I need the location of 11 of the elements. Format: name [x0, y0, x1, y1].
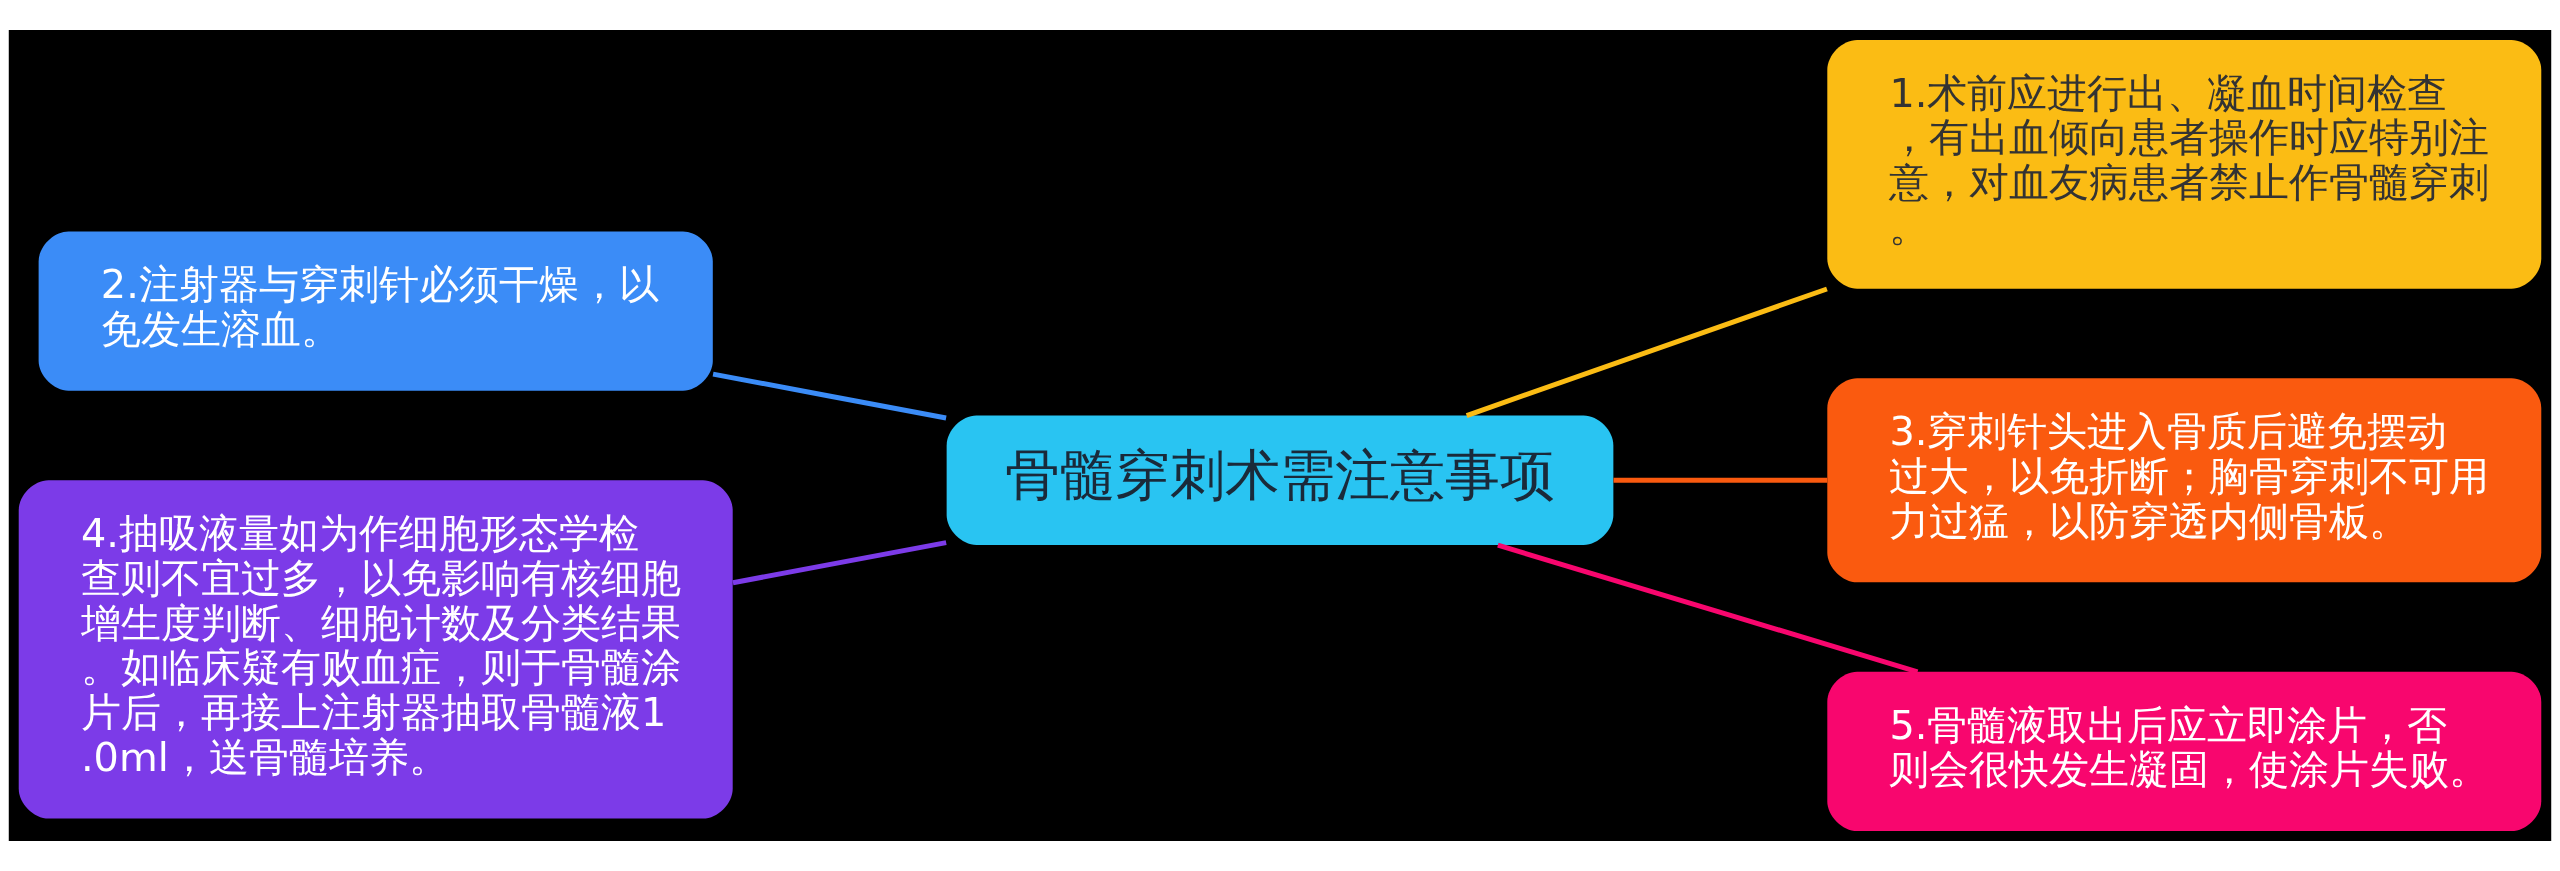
node-box: 4.抽吸液量如为作细胞形态学检查则不宜过多，以免影响有核细胞增生度判断、细胞计数及分类结果。如临床疑有败血症，则于骨髓涂片后，再接上注射器抽取骨髓液1.0ml，送骨髓培养。: [18, 480, 733, 819]
node-box: 3.穿刺针头进入骨质后避免摆动过大，以免折断；胸骨穿刺不可用力过猛，以防穿透内侧骨板。: [1827, 378, 2542, 583]
connector: [712, 371, 947, 421]
connector: [732, 540, 947, 586]
node-box: 5.骨髓液取出后应立即涂片，否则会很快发生凝固，使涂片失败。: [1827, 671, 2542, 832]
node-box: 1.术前应进行出、凝血时间检查，有出血倾向患者操作时应特别注意，对血友病患者禁止作骨髓穿刺。: [1827, 39, 2542, 289]
node-box: 2.注射器与穿刺针必须干燥，以免发生溶血。: [38, 231, 713, 391]
connector: [1465, 286, 1828, 418]
node-box: 骨髓穿刺术需注意事项: [946, 415, 1614, 545]
connector: [1613, 477, 1828, 483]
connector: [1497, 542, 1919, 675]
